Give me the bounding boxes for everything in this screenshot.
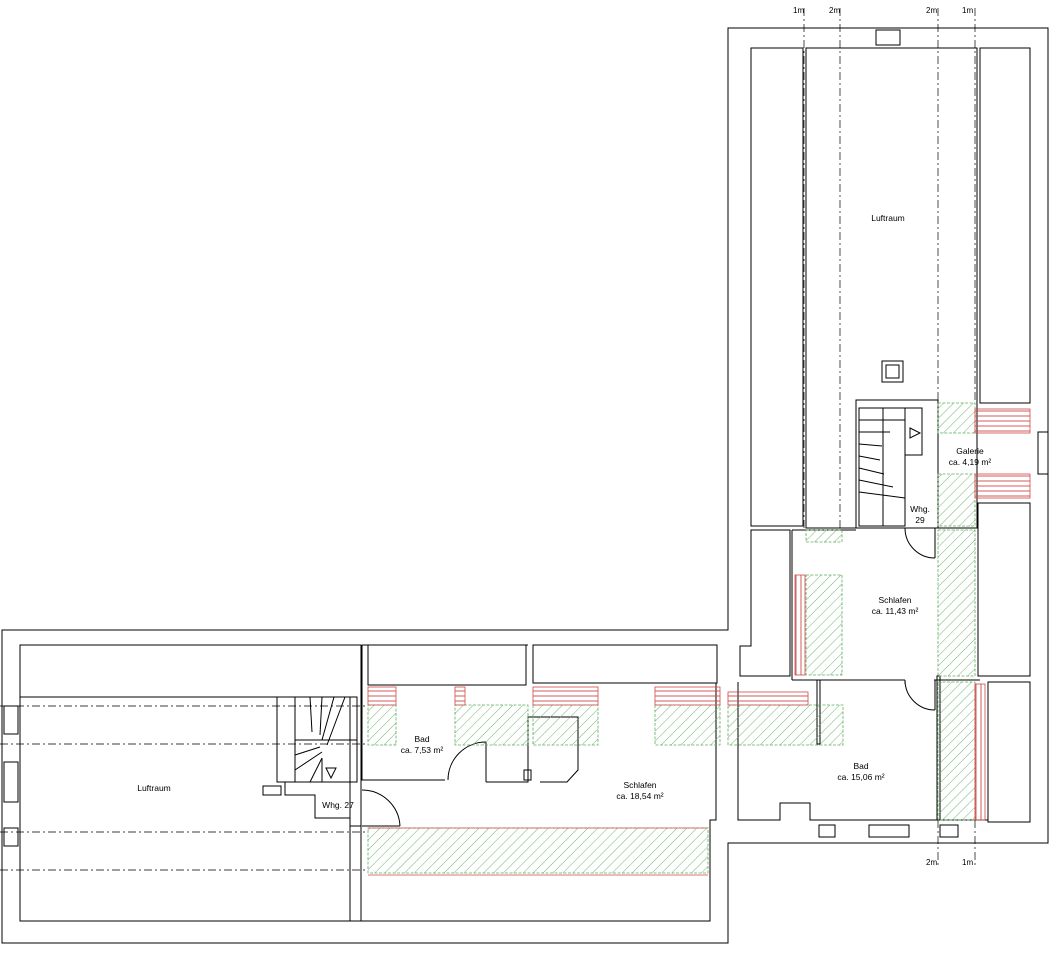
hatch-left-1 bbox=[367, 704, 397, 746]
room-schlafen-left-name: Schlafen bbox=[623, 780, 656, 790]
red-top-2 bbox=[454, 686, 466, 706]
room-luftraum-top: Luftraum bbox=[871, 213, 905, 223]
panel-bad-left bbox=[367, 644, 527, 686]
window-top bbox=[875, 29, 901, 46]
room-bad-left-name: Bad bbox=[414, 734, 429, 744]
chimney bbox=[881, 360, 904, 383]
luftraum-top-panel-right bbox=[979, 47, 1031, 404]
room-schlafen-right-name: Schlafen bbox=[878, 595, 911, 605]
red-galerie-bottom bbox=[974, 473, 1031, 499]
dim-top-1: 1m bbox=[793, 6, 804, 15]
stair-29-steps bbox=[858, 407, 923, 526]
dim-bottom-1: 2m bbox=[926, 858, 937, 867]
red-schlafen-right bbox=[794, 574, 806, 676]
room-luftraum-left: Luftraum bbox=[137, 783, 171, 793]
luftraum-top-panel-center bbox=[805, 47, 978, 529]
stair-27-arrow bbox=[325, 767, 337, 780]
hatch-left-2 bbox=[454, 704, 529, 746]
red-top-1 bbox=[367, 686, 397, 706]
whg27-entry bbox=[284, 782, 361, 827]
door-whg27 bbox=[361, 789, 401, 827]
dim-top-3: 2m bbox=[926, 6, 937, 15]
stair-area-whg29 bbox=[855, 399, 939, 529]
luftraum-left-inner bbox=[19, 696, 351, 922]
stair-27-steps bbox=[294, 696, 357, 783]
room-bad-right-name: Bad bbox=[853, 761, 868, 771]
hatch-top-center bbox=[805, 529, 843, 543]
dim-bottom-2: 1m bbox=[962, 858, 973, 867]
window-galerie bbox=[1037, 431, 1049, 475]
red-top-4 bbox=[654, 686, 721, 706]
schlafen-left-walls bbox=[360, 683, 717, 922]
door-whg29 bbox=[904, 527, 936, 559]
room-schlafen-right-area: ca. 11,43 m² bbox=[872, 606, 919, 616]
panel-right-mid bbox=[977, 502, 1031, 677]
luftraum-left-room bbox=[19, 644, 362, 922]
column-small bbox=[523, 769, 532, 781]
hatch-schlafen-right bbox=[805, 574, 843, 676]
stair-27-landing bbox=[262, 785, 282, 796]
schlafen-right-walls bbox=[739, 529, 791, 677]
red-bad-right bbox=[974, 683, 986, 821]
room-bad-left-area: ca. 7,53 m² bbox=[401, 745, 444, 755]
hatch-left-4 bbox=[654, 704, 721, 746]
window-bad-3 bbox=[939, 824, 959, 838]
room-whg29-line1: Whg. bbox=[910, 504, 930, 514]
door-schlafen-right bbox=[904, 679, 936, 711]
room-whg29-line2: 29 bbox=[915, 515, 925, 525]
window-bad-1 bbox=[818, 824, 836, 838]
hatch-left-3 bbox=[532, 704, 599, 746]
door-bad-left bbox=[447, 741, 487, 782]
room-galerie-area: ca. 4,19 m² bbox=[949, 457, 992, 467]
bad-right-walls bbox=[737, 682, 988, 821]
hatch-bad-right-2 bbox=[727, 704, 844, 746]
chimney-inner bbox=[885, 364, 900, 379]
hatch-bottom-left bbox=[367, 827, 709, 874]
stair-29 bbox=[858, 407, 906, 527]
hatch-bad-right bbox=[937, 681, 976, 821]
window-left-2 bbox=[3, 761, 19, 803]
red-top-5 bbox=[727, 691, 809, 706]
dim-top-2: 2m bbox=[829, 6, 840, 15]
room-whg27: Whg. 27 bbox=[322, 800, 354, 810]
panel-right-low bbox=[987, 681, 1031, 823]
red-galerie-top bbox=[974, 408, 1031, 434]
window-bad-2 bbox=[868, 824, 910, 838]
red-top-3 bbox=[532, 686, 599, 706]
window-left-1 bbox=[3, 705, 19, 735]
luftraum-top-panel-left bbox=[750, 47, 804, 527]
room-galerie-name: Galerie bbox=[956, 446, 984, 456]
room-bad-right-area: ca. 15,06 m² bbox=[837, 772, 884, 782]
hatch-galerie bbox=[937, 402, 976, 434]
building-outline bbox=[1, 27, 1049, 944]
panel-schlafen-left bbox=[532, 644, 718, 684]
hatch-galerie-2 bbox=[937, 473, 976, 527]
stair-29-arrow bbox=[909, 427, 922, 439]
window-left-3 bbox=[3, 827, 19, 847]
room-schlafen-left-area: ca. 18,54 m² bbox=[616, 791, 663, 801]
dim-top-4: 1m bbox=[962, 6, 973, 15]
hatch-schlafen-right-2 bbox=[937, 529, 976, 677]
